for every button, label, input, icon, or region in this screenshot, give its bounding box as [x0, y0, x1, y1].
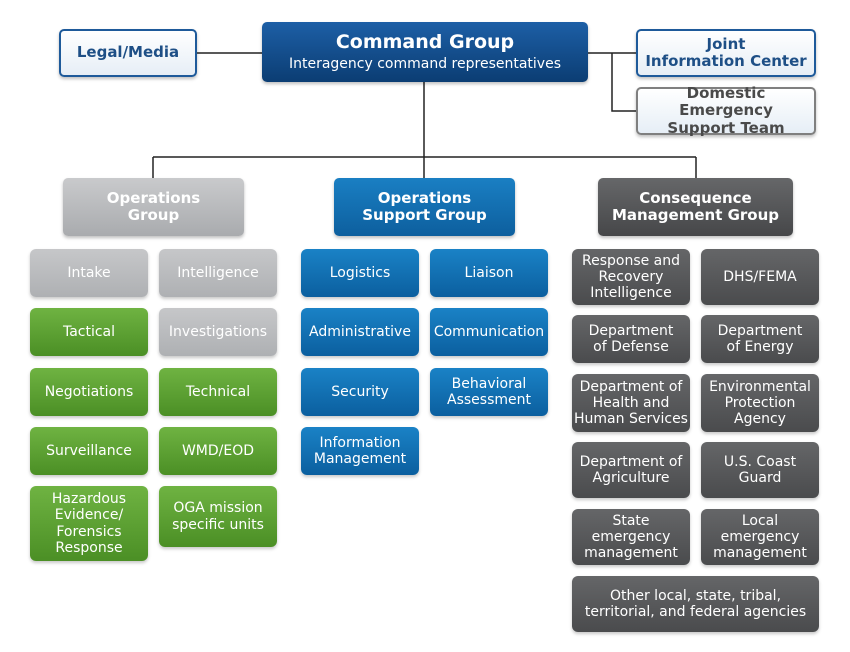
command-group-box: Command Group Interagency command repres…: [262, 22, 588, 82]
item-line: U.S. Coast: [723, 453, 797, 470]
ops-item-oga-mission: OGA mission specific units: [159, 486, 277, 547]
cons-item-department-of-defense: Department of Defense: [572, 315, 690, 363]
item-line: of Energy: [726, 339, 794, 355]
item-line: Protection: [724, 394, 796, 411]
item-line: Department: [588, 322, 674, 339]
item-line: Hazardous: [51, 491, 127, 508]
ops-item-intelligence: Intelligence: [159, 249, 277, 297]
cons-item-us-coast-guard: U.S. Coast Guard: [701, 442, 819, 498]
item-line: Evidence/: [54, 507, 124, 524]
item-line: Intelligence: [177, 264, 259, 281]
jic-line: Information Center: [645, 52, 807, 70]
item-line: Intelligence: [590, 285, 672, 302]
ops-item-negotiations: Negotiations: [30, 368, 148, 416]
item-line: Human Services: [574, 411, 688, 428]
cons-item-response-recovery: Response and Recovery Intelligence: [572, 249, 690, 305]
ops-item-investigations: Investigations: [159, 308, 277, 356]
support-item-information-management: Information Management: [301, 427, 419, 475]
ops-item-technical: Technical: [159, 368, 277, 416]
item-line: State: [612, 512, 650, 529]
header-line: Group: [127, 206, 180, 224]
item-line: management: [713, 545, 807, 562]
item-line: Health and: [592, 394, 670, 411]
header-line: Consequence: [639, 188, 752, 207]
legal-media-label: Legal/Media: [76, 43, 180, 62]
item-line: Department of: [579, 378, 683, 395]
item-line: Department: [717, 322, 803, 339]
item-line: Agriculture: [592, 470, 670, 486]
support-item-communication: Communication: [430, 308, 548, 356]
item-line: territorial, and federal agencies: [584, 604, 807, 620]
item-line: Response: [55, 539, 123, 556]
header-line: Management Group: [611, 206, 780, 224]
item-line: Recovery: [598, 268, 664, 285]
item-line: Tactical: [62, 323, 116, 340]
cons-item-health-human-services: Department of Health and Human Services: [572, 374, 690, 432]
item-line: emergency: [720, 528, 800, 545]
item-line: Agency: [734, 411, 786, 428]
header-line: Support Group: [362, 206, 487, 224]
cons-item-environmental-protection-agency: Environmental Protection Agency: [701, 374, 819, 432]
ops-item-hazardous-evidence: Hazardous Evidence/ Forensics Response: [30, 486, 148, 561]
item-line: WMD/EOD: [181, 442, 255, 459]
ops-item-intake: Intake: [30, 249, 148, 297]
item-line: management: [584, 545, 678, 562]
item-line: Forensics: [56, 523, 122, 540]
item-line: Management: [313, 451, 407, 467]
command-group-title: Command Group: [335, 30, 515, 53]
dest-line: Support Team: [667, 118, 785, 137]
header-line: Operations: [377, 188, 472, 207]
cons-item-local-emergency-management: Local emergency management: [701, 509, 819, 565]
item-line: Security: [331, 383, 389, 400]
domestic-emergency-support-team-box: Domestic Emergency Support Team: [636, 84, 816, 137]
cons-item-department-of-agriculture: Department of Agriculture: [572, 442, 690, 498]
item-line: Department of: [579, 453, 683, 470]
jic-line: Joint: [706, 34, 746, 53]
item-line: Logistics: [329, 264, 391, 281]
ops-item-wmd-eod: WMD/EOD: [159, 427, 277, 475]
ops-item-surveillance: Surveillance: [30, 427, 148, 475]
item-line: of Defense: [593, 339, 669, 355]
item-line: Investigations: [168, 323, 268, 340]
support-item-logistics: Logistics: [301, 249, 419, 297]
dest-line: Domestic Emergency: [679, 84, 773, 120]
item-line: Liaison: [464, 264, 514, 281]
item-line: Communication: [433, 323, 545, 340]
item-line: Response and: [581, 252, 681, 269]
item-line: Administrative: [309, 323, 411, 340]
cons-item-other-agencies: Other local, state, tribal, territorial,…: [572, 576, 819, 632]
item-line: OGA mission: [173, 500, 263, 517]
support-item-liaison: Liaison: [430, 249, 548, 297]
item-line: Technical: [185, 383, 251, 400]
ops-item-tactical: Tactical: [30, 308, 148, 356]
item-line: emergency: [591, 528, 671, 545]
joint-information-center-box: Joint Information Center: [636, 29, 816, 77]
item-line: Guard: [738, 470, 782, 486]
item-line: Information: [319, 434, 401, 451]
item-line: Intake: [67, 264, 111, 281]
cons-item-state-emergency-management: State emergency management: [572, 509, 690, 565]
support-item-security: Security: [301, 368, 419, 416]
item-line: DHS/FEMA: [723, 268, 797, 285]
item-line: Negotiations: [44, 383, 134, 400]
operations-group-header: Operations Group: [63, 178, 244, 236]
legal-media-box: Legal/Media: [59, 29, 197, 77]
cons-item-dhs-fema: DHS/FEMA: [701, 249, 819, 305]
item-line: Assessment: [447, 392, 531, 408]
operations-support-group-header: Operations Support Group: [334, 178, 515, 236]
support-item-administrative: Administrative: [301, 308, 419, 356]
item-line: Surveillance: [46, 442, 132, 459]
command-group-subtitle: Interagency command representatives: [288, 56, 561, 73]
item-line: Environmental: [709, 378, 811, 395]
consequence-management-group-header: Consequence Management Group: [598, 178, 793, 236]
cons-item-department-of-energy: Department of Energy: [701, 315, 819, 363]
item-line: Behavioral: [451, 375, 527, 392]
header-line: Operations: [106, 188, 201, 207]
support-item-behavioral-assessment: Behavioral Assessment: [430, 368, 548, 416]
item-line: specific units: [172, 516, 264, 533]
item-line: Other local, state, tribal,: [609, 587, 782, 604]
item-line: Local: [741, 512, 779, 529]
